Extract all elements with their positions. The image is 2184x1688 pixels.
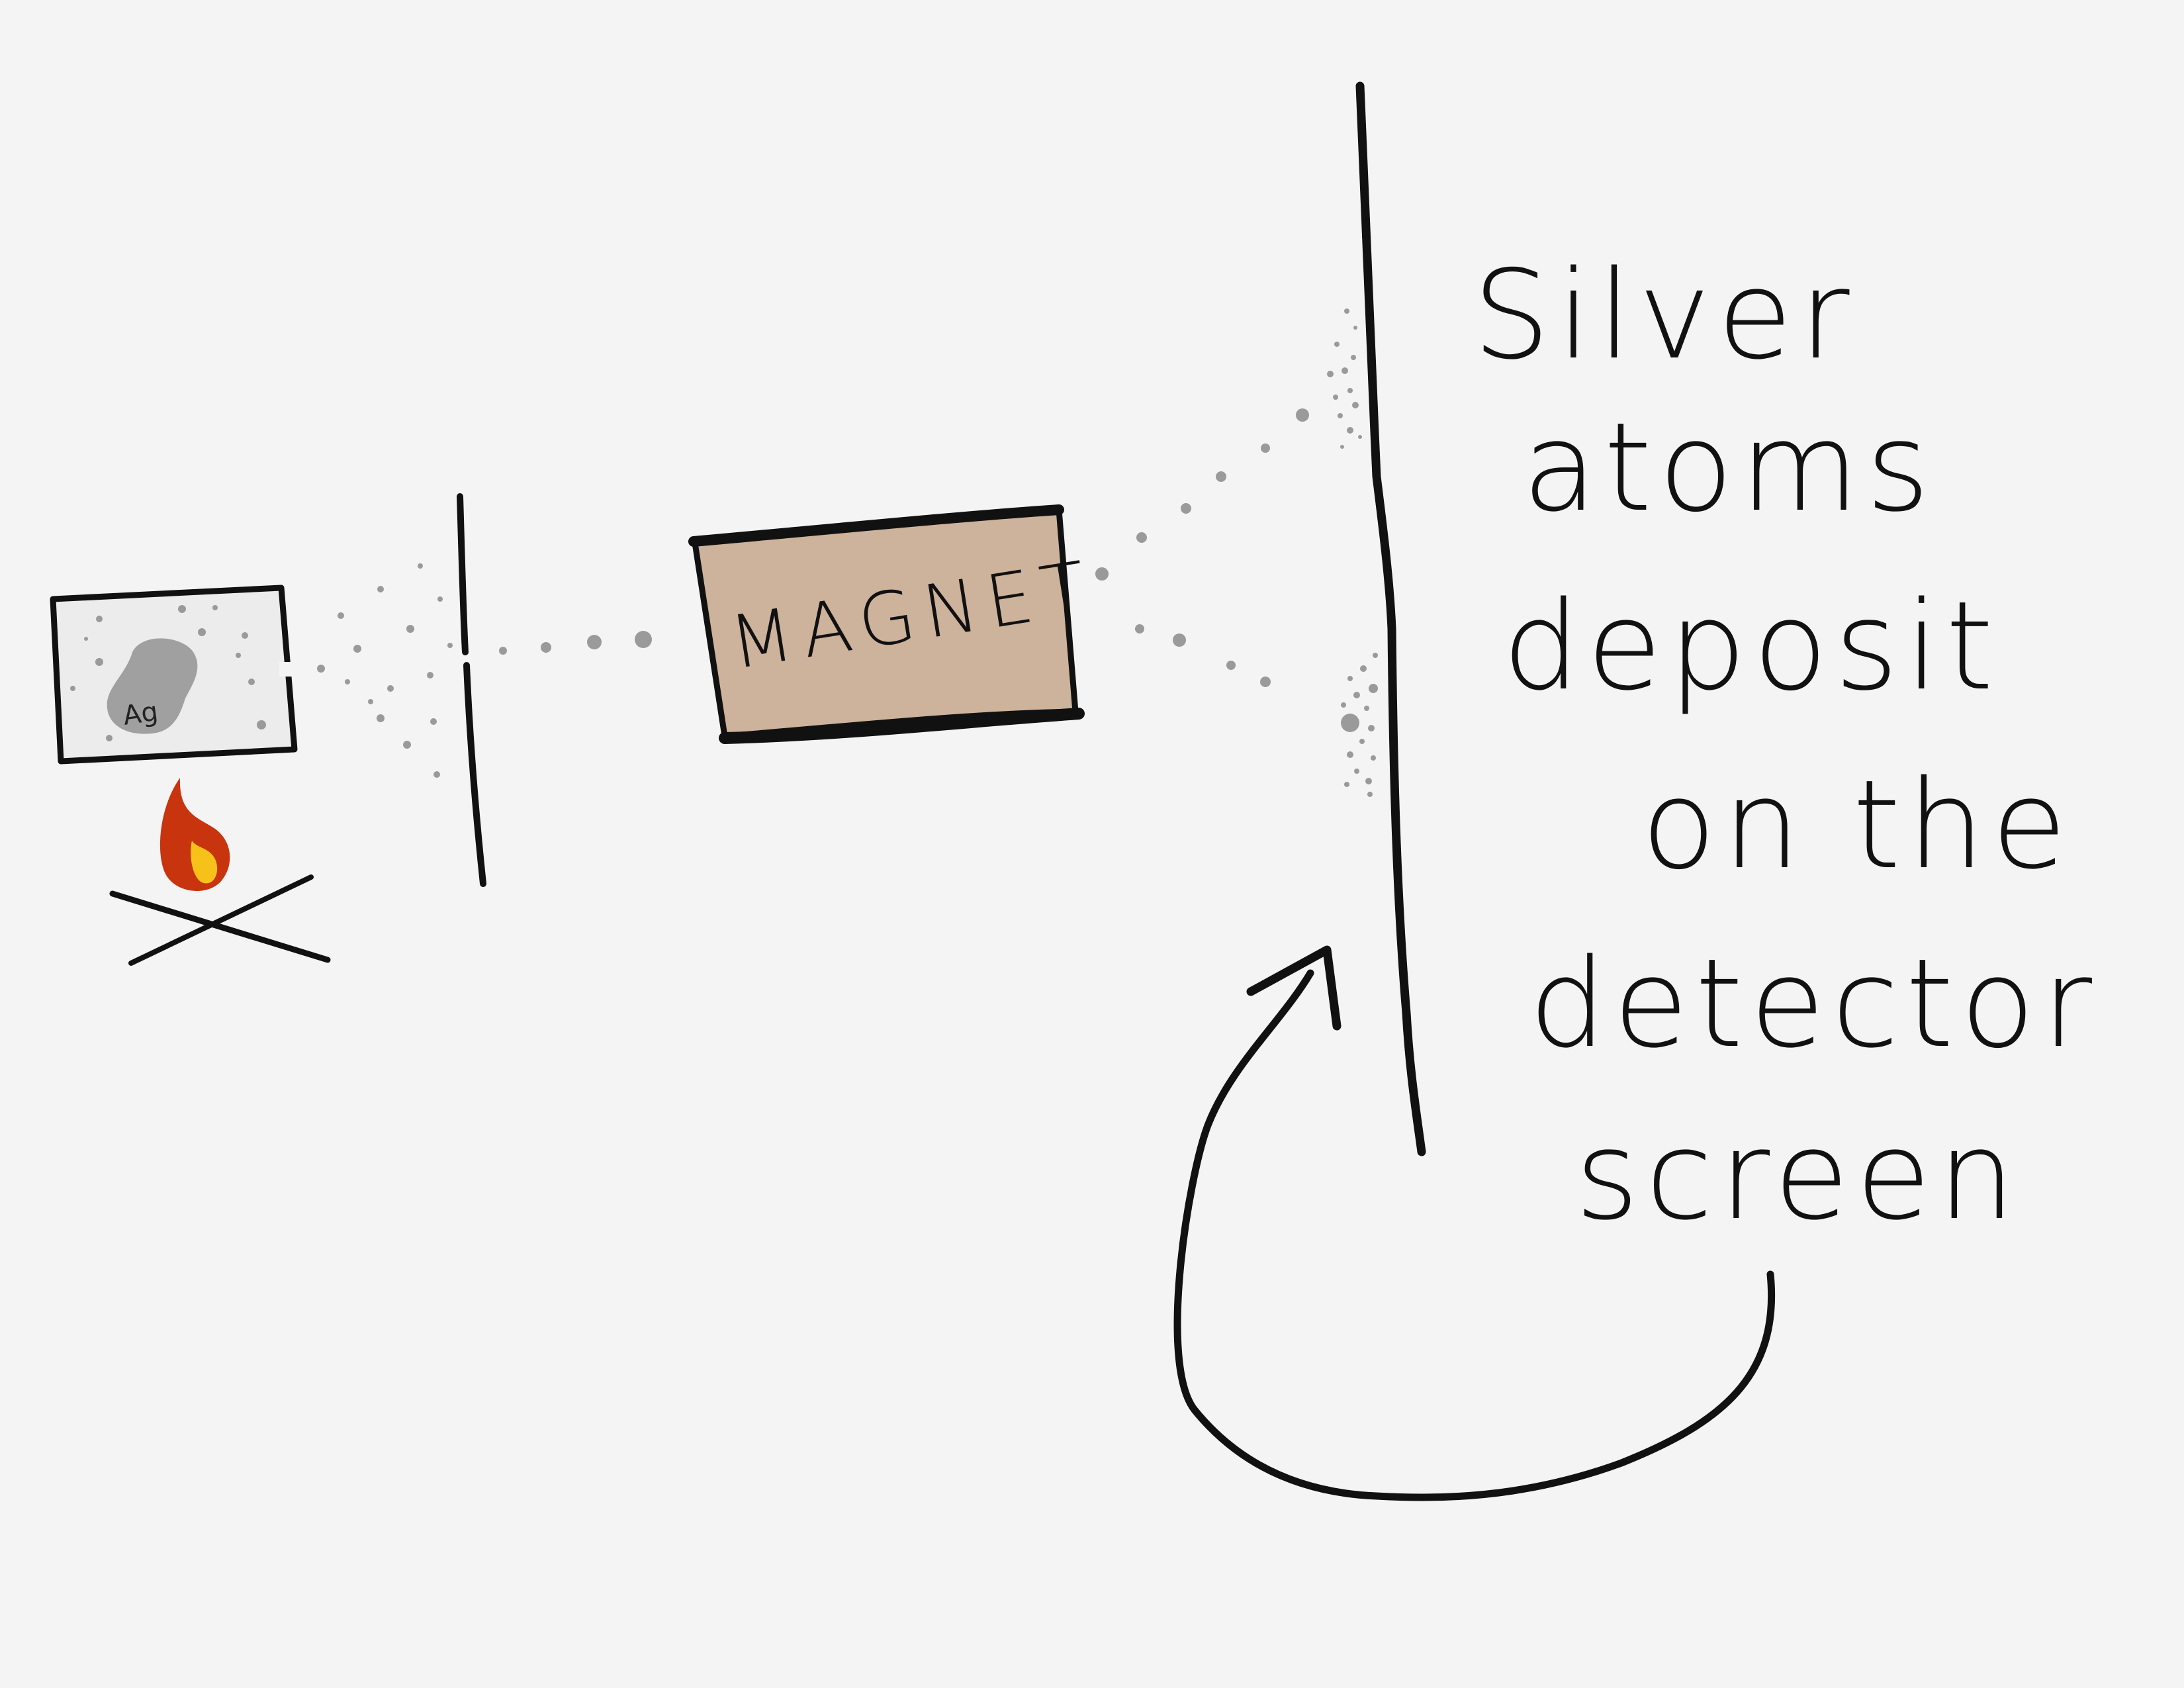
firewood-log [128,874,314,966]
collimator-plate [457,493,486,887]
atom-spray [317,563,453,778]
magnet-bottom-edge [719,708,1085,744]
caption-line-3: deposit [1502,575,2000,718]
oven: Ag [50,585,298,765]
heat-source [109,778,331,966]
deflected-beam-lower [1135,624,1271,687]
silver-lump [107,638,198,734]
detector-screen [1355,81,1426,1156]
deflected-beam-upper [1095,408,1309,581]
firewood-log [109,890,331,963]
oven-opening [279,662,295,677]
deposit-lower [1341,653,1378,797]
arrow-shaft [1173,969,1775,1501]
arrow-icon [1173,945,1775,1501]
caption-line-1: Silver [1473,244,1856,387]
deposit-upper [1327,308,1362,449]
flame-inner [191,841,218,884]
atom-beam [499,631,652,655]
arrow-head [1246,945,1342,1031]
caption: Silver atoms deposit on the detector scr… [1473,244,2099,1247]
caption-line-5: detector [1529,932,2099,1075]
caption-line-4: on the [1641,753,2073,896]
oven-atoms [70,605,266,741]
caption-line-2: atoms [1522,396,1936,539]
magnet: MAGNET [688,504,1101,744]
caption-line-6: screen [1575,1104,2022,1247]
magnet-top-edge [688,504,1064,547]
oven-label: Ag [121,696,160,731]
